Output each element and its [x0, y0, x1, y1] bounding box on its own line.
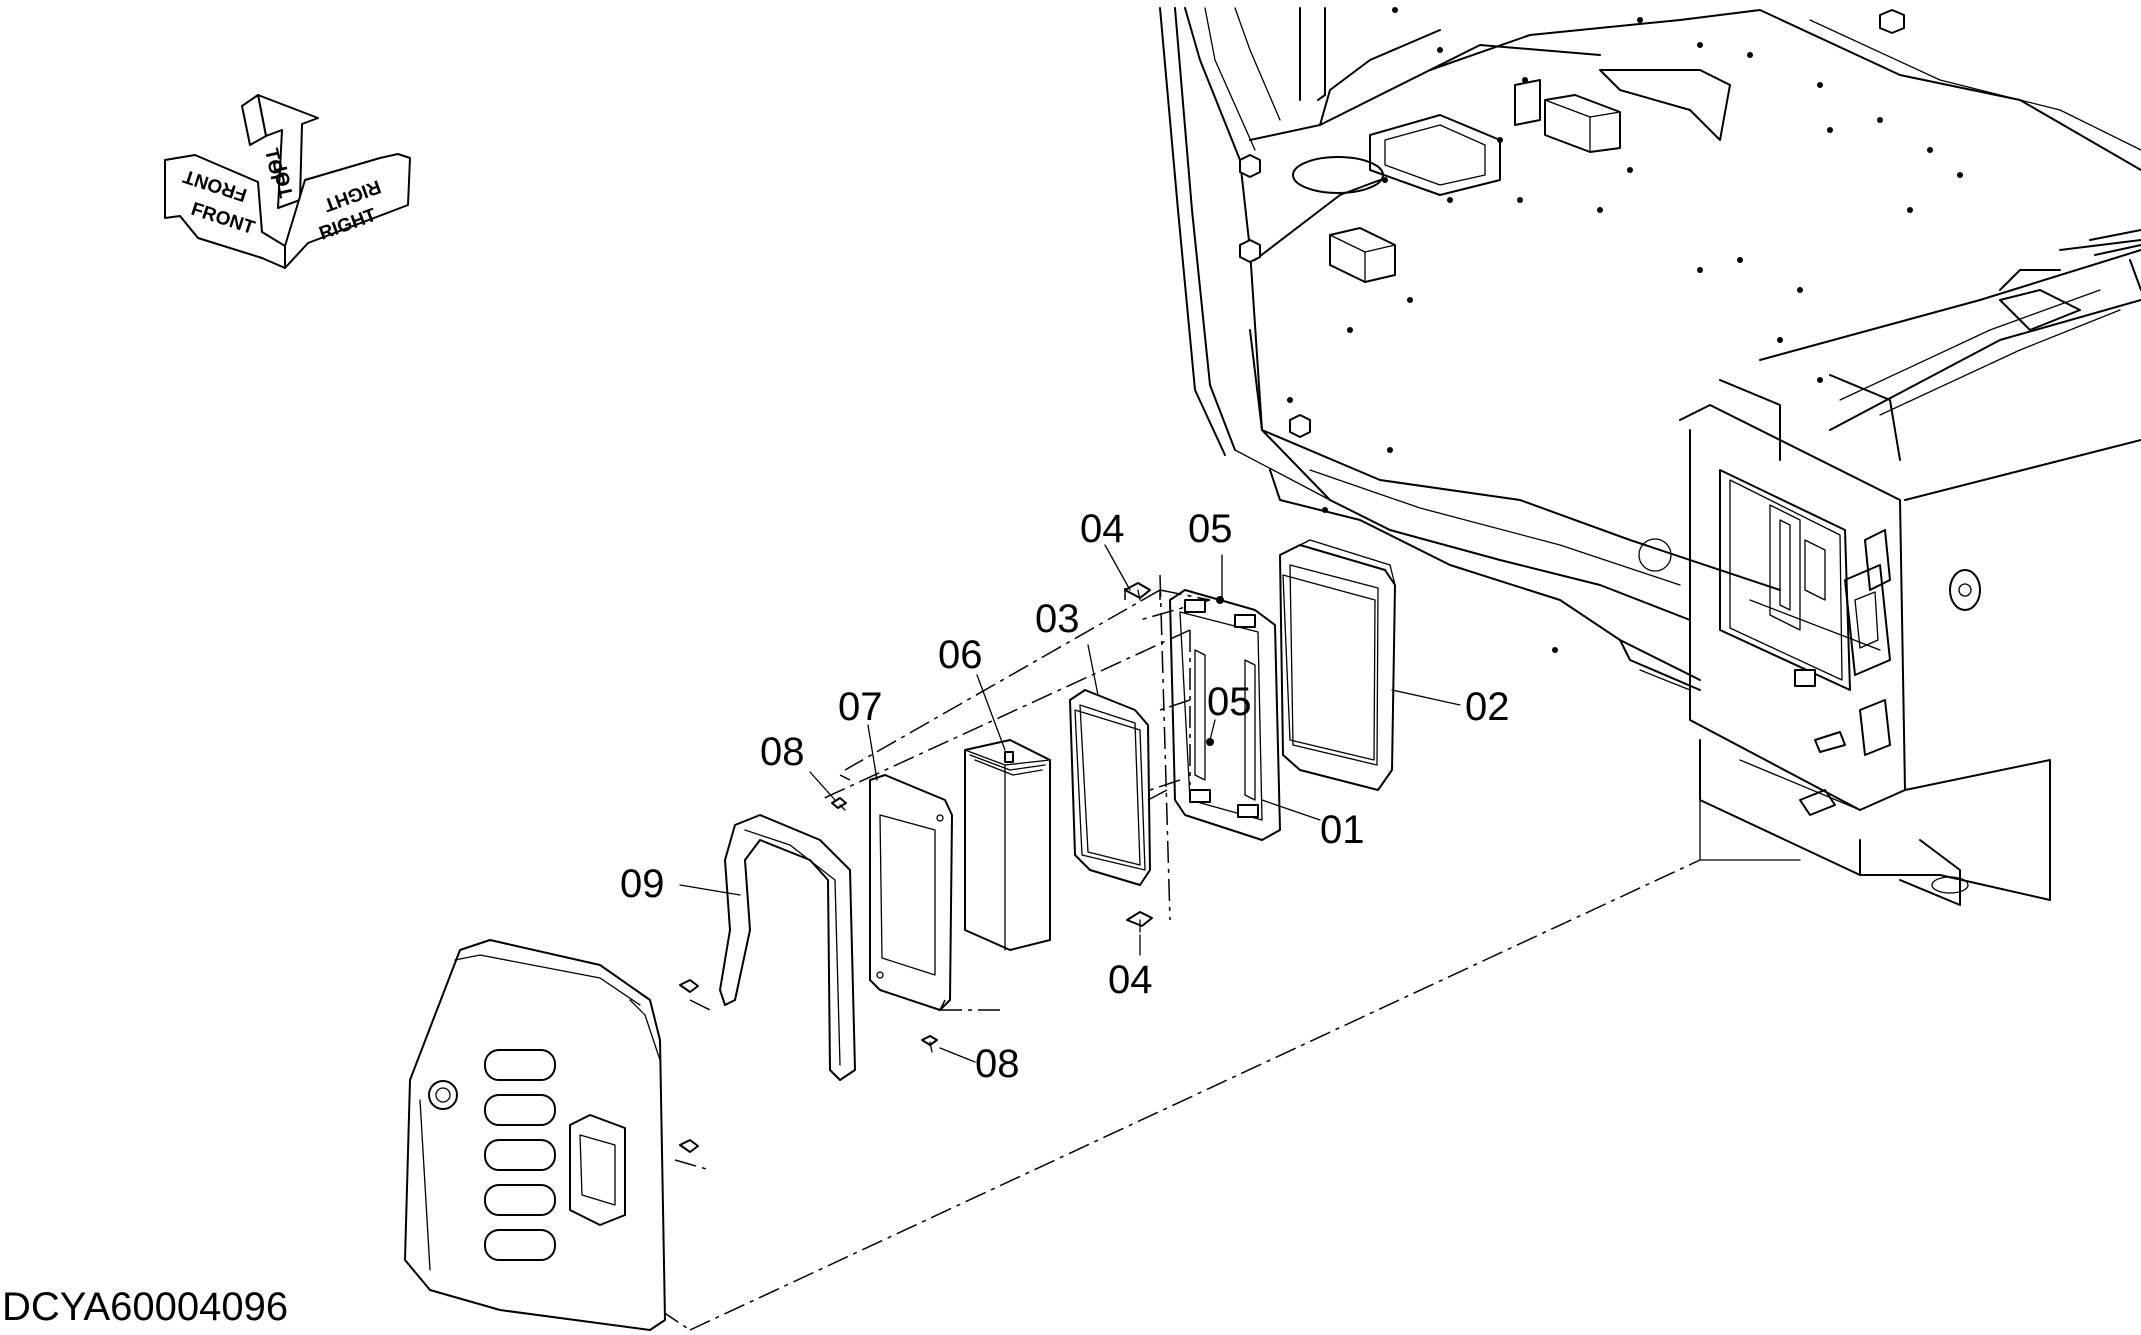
- callout-02: 02: [1465, 685, 1510, 729]
- callout-09: 09: [620, 862, 665, 906]
- callout-01: 01: [1320, 808, 1365, 852]
- callout-04-upper: 04: [1080, 507, 1125, 551]
- callout-05-upper: 05: [1188, 507, 1233, 551]
- part-07-cover-plate: [869, 774, 953, 1011]
- fasteners: [679, 582, 1224, 1153]
- callout-labels: 01 02 03 04 04 05 05 06 07 08 08 09: [620, 507, 1510, 1086]
- machine-frame: [1159, 7, 2141, 906]
- part-02-filter-case: [1279, 539, 1396, 791]
- part-09-seal: [719, 814, 856, 1081]
- callout-leaders: [679, 544, 1461, 1063]
- orientation-arrows-icon: FRONT FRONT TOP TOP RIGHT RIGHT: [164, 94, 411, 269]
- callout-06: 06: [938, 633, 983, 677]
- callout-04-lower: 04: [1108, 958, 1153, 1002]
- side-cover: [404, 939, 666, 1331]
- callout-08-lower: 08: [975, 1042, 1020, 1086]
- part-03-gasket: [1069, 689, 1151, 886]
- callout-07: 07: [838, 685, 883, 729]
- callout-08-upper: 08: [760, 730, 805, 774]
- assembly-axes: [659, 574, 1701, 1331]
- callout-05-lower: 05: [1207, 680, 1252, 724]
- drawing-number: DCYA60004096: [2, 1285, 288, 1329]
- callout-03: 03: [1035, 597, 1080, 641]
- part-06-filter-element: [964, 739, 1051, 951]
- part-01-holder-frame: [1169, 589, 1281, 841]
